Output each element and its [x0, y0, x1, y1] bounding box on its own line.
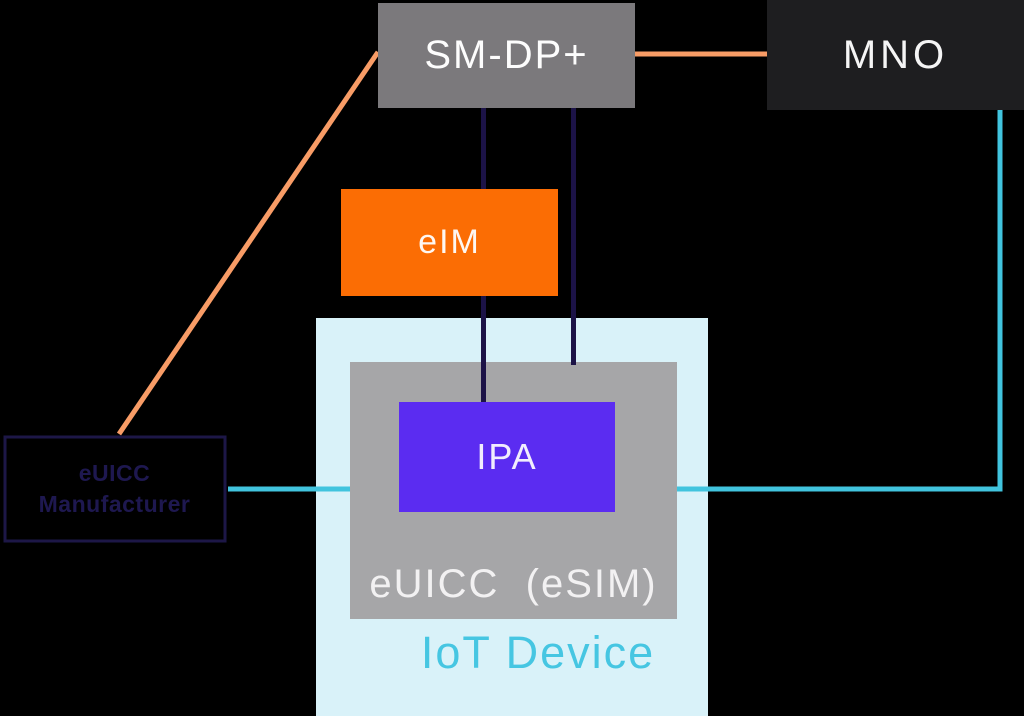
- eim-box: [341, 189, 558, 296]
- mno-box: [767, 0, 1024, 110]
- ipa-box: [399, 402, 615, 512]
- orange-connector-sm-dp-to-manufacturer: [116, 50, 381, 436]
- sm-dp-box: [378, 3, 635, 108]
- euicc-manufacturer-box: [3, 435, 227, 543]
